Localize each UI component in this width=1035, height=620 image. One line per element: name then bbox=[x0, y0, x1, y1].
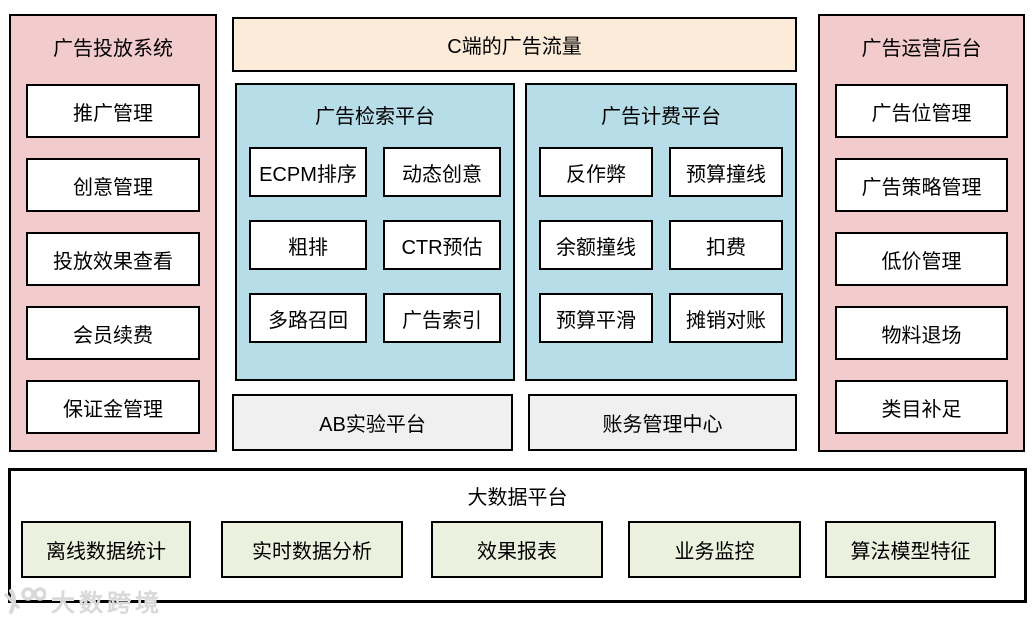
block-balance-limit-hit: 余额撞线 bbox=[539, 220, 653, 270]
block-finance-management-center: 账务管理中心 bbox=[528, 394, 797, 451]
panel-ad-operations-backend: 广告运营后台 广告位管理 广告策略管理 低价管理 物料退场 类目补足 bbox=[818, 14, 1025, 452]
panel-title-big-data-platform: 大数据平台 bbox=[467, 487, 568, 509]
watermark-text: 大数跨境 bbox=[51, 590, 163, 617]
retrieval-grid: ECPM排序 动态创意 粗排 CTR预估 多路召回 广告索引 bbox=[249, 147, 501, 343]
block-amortized-reconciliation: 摊销对账 bbox=[669, 293, 783, 343]
panel-title-ad-billing-platform: 广告计费平台 bbox=[601, 106, 721, 128]
banner-label: C端的广告流量 bbox=[447, 36, 582, 58]
block-ad-strategy-management: 广告策略管理 bbox=[835, 158, 1008, 212]
finance-center-label: 账务管理中心 bbox=[602, 414, 723, 436]
block-realtime-data-analysis: 实时数据分析 bbox=[221, 521, 403, 578]
block-ab-test-platform: AB实验平台 bbox=[232, 394, 513, 451]
panel-ad-billing-platform: 广告计费平台 反作弊 预算撞线 余额撞线 扣费 预算平滑 摊销对账 bbox=[525, 83, 797, 381]
panel-title-ad-delivery-system: 广告投放系统 bbox=[53, 38, 173, 60]
block-material-withdrawal: 物料退场 bbox=[835, 306, 1008, 360]
block-creative-management: 创意管理 bbox=[26, 158, 200, 212]
block-deposit-management: 保证金管理 bbox=[26, 380, 200, 434]
block-budget-limit-hit: 预算撞线 bbox=[669, 147, 783, 197]
block-member-renewal: 会员续费 bbox=[26, 306, 200, 360]
panel-ad-delivery-system: 广告投放系统 推广管理 创意管理 投放效果查看 会员续费 保证金管理 bbox=[9, 14, 217, 452]
block-ecpm-ranking: ECPM排序 bbox=[249, 147, 367, 197]
block-fee-deduction: 扣费 bbox=[669, 220, 783, 270]
block-category-supplement: 类目补足 bbox=[835, 380, 1008, 434]
watermark-logo-icon bbox=[4, 586, 46, 616]
block-coarse-ranking: 粗排 bbox=[249, 220, 367, 270]
block-low-price-management: 低价管理 bbox=[835, 232, 1008, 286]
block-anti-fraud: 反作弊 bbox=[539, 147, 653, 197]
panel-ad-retrieval-platform: 广告检索平台 ECPM排序 动态创意 粗排 CTR预估 多路召回 广告索引 bbox=[235, 83, 515, 381]
banner-c-side-ad-traffic: C端的广告流量 bbox=[232, 17, 797, 72]
block-offline-data-statistics: 离线数据统计 bbox=[21, 521, 191, 578]
panel-title-ad-operations-backend: 广告运营后台 bbox=[861, 38, 982, 60]
billing-grid: 反作弊 预算撞线 余额撞线 扣费 预算平滑 摊销对账 bbox=[539, 147, 783, 343]
panel-big-data-platform: 大数据平台 离线数据统计 实时数据分析 效果报表 业务监控 算法模型特征 bbox=[8, 468, 1027, 603]
panel-title-ad-retrieval-platform: 广告检索平台 bbox=[315, 106, 435, 128]
block-ad-slot-management: 广告位管理 bbox=[835, 84, 1008, 138]
watermark: 大数跨境 bbox=[4, 583, 163, 618]
block-dynamic-creative: 动态创意 bbox=[383, 147, 501, 197]
block-business-monitoring: 业务监控 bbox=[628, 521, 801, 578]
block-ctr-prediction: CTR预估 bbox=[383, 220, 501, 270]
block-algorithm-model-features: 算法模型特征 bbox=[825, 521, 996, 578]
block-ad-index: 广告索引 bbox=[383, 293, 501, 343]
block-promotion-management: 推广管理 bbox=[26, 84, 200, 138]
block-delivery-effect-view: 投放效果查看 bbox=[26, 232, 200, 286]
ab-test-platform-label: AB实验平台 bbox=[319, 414, 426, 436]
block-multi-recall: 多路召回 bbox=[249, 293, 367, 343]
block-budget-smoothing: 预算平滑 bbox=[539, 293, 653, 343]
block-effect-report: 效果报表 bbox=[431, 521, 603, 578]
